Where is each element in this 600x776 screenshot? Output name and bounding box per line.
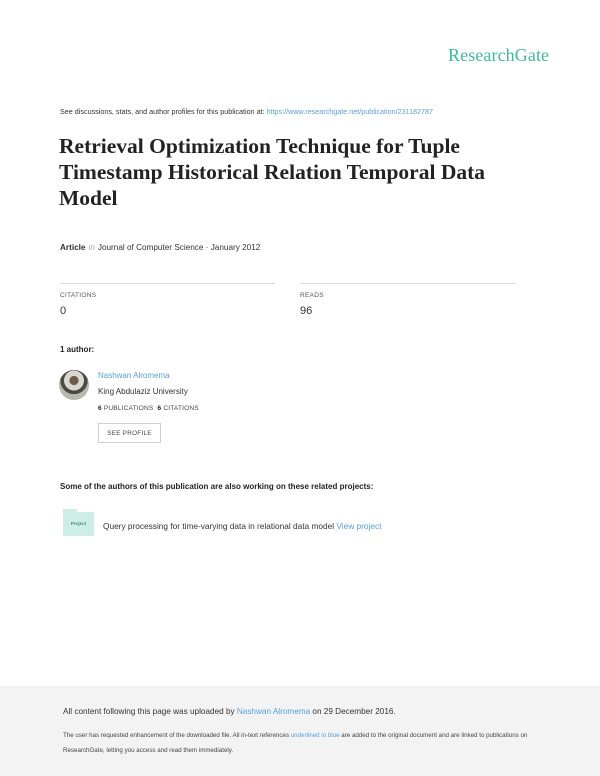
citations-label: CITATIONS: [60, 292, 97, 299]
upload-suffix: on 29 December 2016.: [310, 707, 396, 716]
reads-value: 96: [300, 305, 313, 317]
venue-date: Journal of Computer Science · January 20…: [97, 243, 261, 252]
citations-value: 0: [60, 305, 67, 317]
upload-notice: All content following this page was uplo…: [63, 707, 396, 716]
publication-title: Retrieval Optimization Technique for Tup…: [59, 134, 486, 210]
publication-type: Article: [60, 243, 86, 252]
intro-text: See discussions, stats, and author profi…: [60, 107, 267, 116]
author-publications-label: PUBLICATIONS: [103, 405, 154, 412]
citations-divider: [60, 283, 275, 284]
upload-prefix: All content following this page was uplo…: [63, 707, 237, 716]
author-stats: 6 PUBLICATIONS 6 CITATIONS: [98, 405, 199, 412]
in-label: in: [88, 243, 95, 252]
uploader-link[interactable]: Nashwan Alromema: [236, 707, 311, 716]
view-project-link[interactable]: View project: [336, 521, 382, 531]
projects-heading: Some of the authors of this publication …: [60, 482, 374, 491]
author-publications-count: 6: [98, 405, 102, 412]
publication-url-link[interactable]: https://www.researchgate.net/publication…: [266, 107, 434, 116]
project-item: Query processing for time-varying data i…: [103, 521, 381, 531]
authors-heading: 1 author:: [60, 345, 95, 354]
enhancement-notice: The user has requested enhancement of th…: [63, 729, 533, 758]
reads-label: READS: [300, 292, 324, 299]
intro-line: See discussions, stats, and author profi…: [60, 107, 433, 116]
author-citations-label: CITATIONS: [163, 405, 199, 412]
author-citations-count: 6: [157, 405, 162, 412]
notice-link: underlined in blue: [290, 732, 340, 739]
reads-divider: [300, 283, 516, 284]
author-name-link[interactable]: Nashwan Alromema: [98, 371, 170, 380]
project-folder-icon: Project: [63, 509, 94, 536]
notice-prefix: The user has requested enhancement of th…: [63, 732, 291, 739]
notice-suffix: are added to the original document and a…: [63, 732, 528, 754]
author-institution: King Abdulaziz University: [98, 387, 188, 396]
author-avatar[interactable]: [59, 370, 89, 400]
project-icon-label: Project: [70, 521, 87, 526]
footer-panel: [0, 686, 600, 776]
researchgate-logo[interactable]: ResearchGate: [448, 45, 550, 65]
see-profile-button[interactable]: SEE PROFILE: [98, 423, 161, 443]
project-title: Query processing for time-varying data i…: [103, 521, 337, 531]
